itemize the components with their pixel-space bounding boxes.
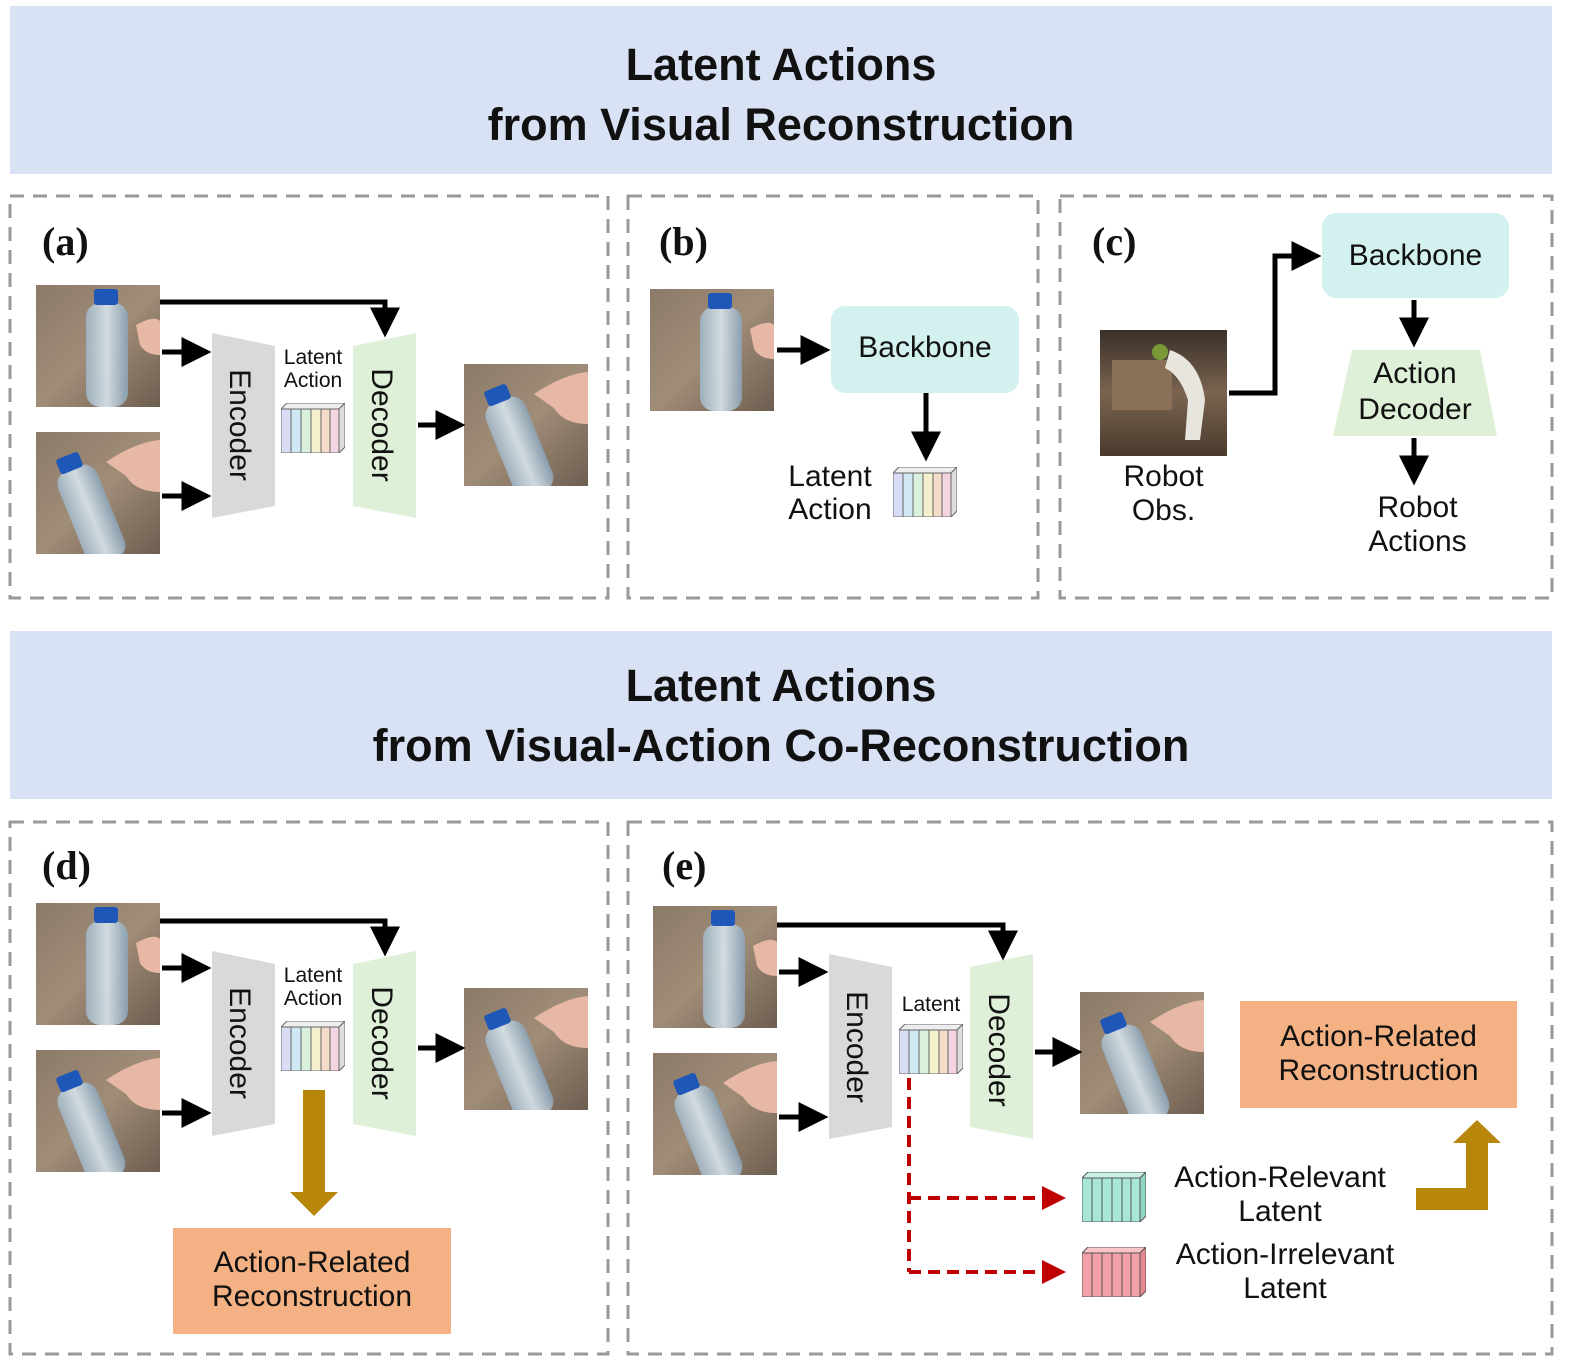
top-banner-line2: from Visual Reconstruction — [487, 99, 1075, 150]
decoder-trapezoid — [353, 951, 416, 1136]
bottom-banner-line1: Latent Actions — [625, 660, 937, 711]
latent-action-label: Latent Action — [774, 460, 886, 526]
arrow-e-skip-to-decoder — [777, 922, 1018, 961]
backbone-box — [831, 306, 1019, 393]
backbone-label: Backbone — [1348, 239, 1483, 272]
latent-action-line2: Action — [283, 369, 343, 392]
panel-b-frame — [626, 194, 1040, 600]
backbone-label: Backbone — [858, 331, 992, 364]
decoder-label: Decoder — [982, 993, 1015, 1106]
action-relevant-latent-label: Action-Relevant Latent — [1155, 1161, 1405, 1229]
top-banner-line1: Latent Actions — [625, 39, 937, 90]
encoder-label: Encoder — [223, 987, 256, 1099]
action-decoder-label: Action Decoder — [1340, 356, 1490, 428]
bottom-banner: Latent Actions from Visual-Action Co-Rec… — [10, 631, 1552, 799]
arrow-a-skip-to-decoder — [160, 299, 400, 338]
action-decoder-line1: Action — [1373, 357, 1457, 390]
robot-obs-label: Robot Obs. — [1100, 460, 1227, 528]
decoder-trapezoid — [353, 333, 416, 518]
reconstructed-photo — [464, 988, 588, 1110]
panel-e-frame — [626, 820, 1554, 1356]
latent-action-line2: Action — [283, 987, 343, 1010]
decoder-trapezoid — [970, 954, 1033, 1139]
decoder-label: Decoder — [365, 368, 398, 481]
robot-actions-line2: Actions — [1368, 525, 1467, 558]
bottom-banner-line2: from Visual-Action Co-Reconstruction — [372, 720, 1190, 771]
reconstruction-line1: Action-Related — [1280, 1020, 1477, 1053]
robot-obs-line1: Robot — [1123, 460, 1204, 493]
top-banner: Latent Actions from Visual Reconstructio… — [10, 6, 1552, 174]
action-irrelevant-line1: Action-Irrelevant — [1175, 1238, 1395, 1271]
reconstruction-label: Action-Related Reconstruction — [1240, 1020, 1517, 1088]
reconstruction-line1: Action-Related — [213, 1246, 411, 1279]
action-related-reconstruction-box — [173, 1228, 451, 1334]
arrow-c-obs-to-backbone — [1229, 241, 1322, 396]
reconstructed-photo — [1080, 992, 1204, 1114]
action-decoder-trapezoid — [1333, 350, 1497, 436]
encoder-label: Encoder — [223, 369, 256, 481]
reconstruction-label: Action-Related Reconstruction — [173, 1246, 451, 1314]
robot-photo — [1100, 330, 1227, 456]
panel-c-label: (c) — [1092, 219, 1137, 264]
latent-block — [899, 1024, 963, 1074]
frame-t-photo — [36, 285, 160, 407]
encoder-trapezoid — [829, 954, 892, 1139]
frame-t-photo — [653, 906, 777, 1028]
action-decoder-line2: Decoder — [1358, 393, 1472, 426]
frame-t1-photo — [36, 432, 160, 554]
latent-action-line2: Action — [788, 493, 872, 526]
latent-action-line1: Latent — [788, 460, 872, 493]
encoder-trapezoid — [212, 951, 275, 1136]
reconstruction-line2: Reconstruction — [1278, 1054, 1479, 1087]
reconstructed-photo — [464, 364, 588, 486]
gold-arrow-down — [290, 1090, 338, 1216]
frame-t-photo — [36, 903, 160, 1025]
backbone-box — [1322, 213, 1509, 298]
arrow-d-skip-to-decoder — [160, 918, 400, 957]
input-photo — [650, 289, 774, 411]
robot-actions-line1: Robot — [1377, 491, 1458, 524]
reconstruction-line2: Reconstruction — [211, 1280, 413, 1313]
latent-action-label: Latent Action — [270, 346, 356, 392]
latent-label: Latent — [901, 993, 961, 1016]
decoder-label: Decoder — [365, 986, 398, 1099]
encoder-label: Encoder — [840, 991, 873, 1103]
robot-obs-line2: Obs. — [1131, 494, 1196, 527]
action-irrelevant-latent-label: Action-Irrelevant Latent — [1155, 1238, 1415, 1306]
panel-b-label: (b) — [659, 219, 708, 264]
latent-action-block — [893, 467, 957, 517]
frame-t1-photo — [36, 1050, 160, 1172]
latent-action-line1: Latent — [283, 964, 343, 987]
gold-arrow-elbow — [1416, 1120, 1501, 1210]
action-related-reconstruction-box — [1240, 1001, 1517, 1108]
panel-a-frame — [8, 194, 610, 600]
action-irrelevant-latent-block — [1082, 1247, 1146, 1297]
encoder-trapezoid — [212, 333, 275, 518]
panel-a-label: (a) — [42, 219, 89, 264]
panel-e-label: (e) — [662, 843, 707, 888]
action-irrelevant-line2: Latent — [1243, 1272, 1327, 1305]
panel-d-label: (d) — [42, 843, 91, 888]
action-relevant-line1: Action-Relevant — [1174, 1161, 1386, 1194]
latent-action-block — [281, 403, 345, 453]
action-relevant-line2: Latent — [1238, 1195, 1322, 1228]
frame-t1-photo — [653, 1053, 777, 1175]
robot-actions-label: Robot Actions — [1340, 491, 1495, 559]
panel-c-frame — [1058, 194, 1554, 600]
action-relevant-latent-block — [1082, 1172, 1146, 1222]
latent-action-block — [281, 1021, 345, 1071]
panel-d-frame — [8, 820, 610, 1356]
latent-action-line1: Latent — [283, 346, 343, 369]
latent-action-label: Latent Action — [270, 964, 356, 1010]
